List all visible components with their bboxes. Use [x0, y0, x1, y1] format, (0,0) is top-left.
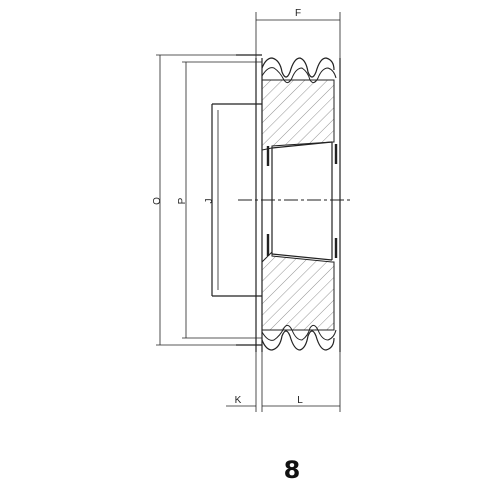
dimension-k-l [226, 352, 341, 412]
dimension-l-label: L [297, 395, 303, 406]
top-groove [261, 57, 335, 78]
boss-outline [211, 103, 262, 297]
bottom-groove-inner [261, 324, 337, 341]
dimension-k-label: K [235, 395, 242, 406]
hub-bore [266, 141, 338, 261]
bottom-groove [261, 330, 335, 351]
top-groove-inner [261, 67, 337, 84]
lower-rim-section [261, 250, 335, 331]
dimension-o-label: O [152, 197, 163, 205]
dimension-o [156, 54, 236, 346]
dimension-p-label: P [177, 197, 188, 204]
figure-number: 8 [283, 456, 301, 484]
dimension-f-label: F [295, 8, 301, 19]
dimension-f [255, 12, 341, 58]
dimension-j-label: J [204, 199, 215, 204]
upper-rim-section [261, 79, 335, 151]
dimension-p [182, 61, 262, 339]
